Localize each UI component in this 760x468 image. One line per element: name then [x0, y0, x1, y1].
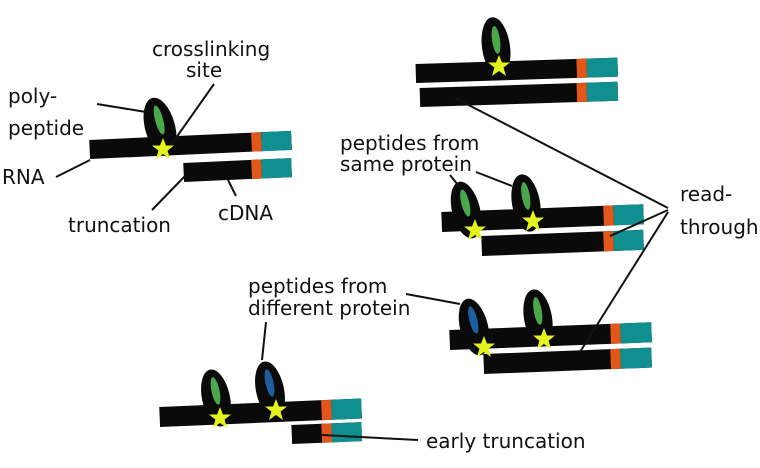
- polypeptide: [143, 97, 177, 157]
- construct-same-protein: [441, 174, 644, 256]
- leader-read-through-lower: [579, 211, 669, 353]
- labels-different-protein: peptides from different protein: [248, 274, 461, 361]
- leader-different-right: [405, 293, 461, 305]
- label-different-protein-line1: peptides from: [248, 274, 387, 298]
- label-truncation: truncation: [68, 213, 171, 237]
- leader-rna: [55, 159, 91, 178]
- labels-same-protein: peptides from same protein: [340, 131, 513, 191]
- cdna-strand-early-truncation: [291, 422, 363, 444]
- leader-read-through-middle: [609, 209, 669, 237]
- leader-read-through-top: [454, 97, 669, 209]
- label-same-protein-line2: same protein: [340, 152, 472, 176]
- cdna-strand: [183, 158, 292, 182]
- leader-polypeptide: [96, 103, 147, 113]
- cdna-strand-different-protein: [483, 347, 652, 374]
- label-same-protein-line1: peptides from: [340, 131, 479, 155]
- leader-same-2: [475, 171, 513, 187]
- rna-strand: [89, 130, 292, 159]
- construct-early-truncation: [159, 361, 363, 444]
- cdna-strand-same-protein: [481, 229, 644, 256]
- label-different-protein-line2: different protein: [248, 296, 410, 320]
- labels-top-left: crosslinking site poly- peptide RNA trun…: [2, 37, 273, 237]
- label-polypeptide-line2: peptide: [8, 116, 84, 140]
- label-crosslinking-site-line1: crosslinking: [152, 37, 270, 61]
- construct-top-left: [89, 97, 292, 182]
- label-cdna: cDNA: [218, 201, 273, 225]
- label-early-truncation: early truncation: [426, 429, 586, 453]
- label-read-through-line2: through: [680, 215, 759, 239]
- leader-different-left: [261, 321, 267, 361]
- label-polypeptide-line1: poly-: [8, 84, 57, 108]
- construct-different-protein: [449, 289, 652, 374]
- label-read-through-line1: read-: [680, 182, 732, 206]
- peptide-early-1: [201, 369, 231, 427]
- cdna-strand-top-right: [419, 81, 619, 107]
- peptide-same-1: [450, 181, 482, 239]
- leader-crosslinking-site: [170, 83, 215, 146]
- labels-read-through: read- through: [454, 97, 759, 353]
- polypeptide-top-right: [481, 17, 511, 77]
- leader-early-truncation: [321, 434, 419, 441]
- label-rna: RNA: [2, 165, 45, 189]
- leader-same-1: [449, 174, 463, 191]
- leader-cdna: [227, 179, 237, 197]
- peptide-different-1: [458, 298, 490, 356]
- construct-top-right: [415, 17, 619, 107]
- rna-strand-top-right: [415, 57, 618, 83]
- label-crosslinking-site-line2: site: [186, 58, 222, 82]
- labels-early-truncation: early truncation: [321, 429, 586, 453]
- leader-truncation: [151, 175, 186, 211]
